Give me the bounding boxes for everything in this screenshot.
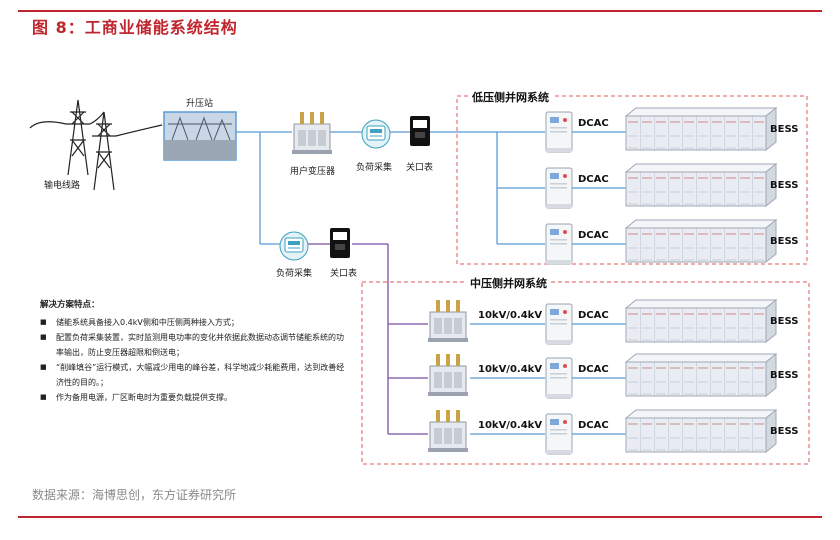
storage-label: BESS xyxy=(770,236,799,247)
converter-cabinet-icon xyxy=(545,167,573,209)
transformer-ratio-label: 10kV/0.4kV xyxy=(478,310,543,321)
converter-cabinet-icon xyxy=(545,223,573,265)
feature-item: 储能系统具备接入0.4kV侧和中压侧两种接入方式； xyxy=(40,315,350,330)
gateway-meter-label: 关口表 xyxy=(330,269,358,279)
load-collector-icon xyxy=(279,231,309,261)
transformer-ratio-label: 10kV/0.4kV xyxy=(478,420,543,431)
converter-label: DCAC xyxy=(578,420,609,431)
converter-label: DCAC xyxy=(578,118,609,129)
substation-photo xyxy=(163,111,237,161)
low-voltage-section-box xyxy=(456,95,808,265)
load-collector-icon xyxy=(361,119,391,149)
solution-features-title: 解决方案特点： xyxy=(40,300,100,310)
battery-rack-icon xyxy=(625,353,777,397)
load-collection-label: 负荷采集 xyxy=(356,163,393,173)
feature-item: “削峰填谷”运行模式，大幅减少用电的峰谷差，科学地减少耗能费用，达到改善经济性的… xyxy=(40,360,350,390)
storage-label: BESS xyxy=(770,370,799,381)
load-collection-label: 负荷采集 xyxy=(276,269,313,279)
converter-cabinet-icon xyxy=(545,357,573,399)
battery-rack-icon xyxy=(625,299,777,343)
battery-rack-icon xyxy=(625,219,777,263)
step-down-transformer-icon xyxy=(427,299,469,343)
storage-label: BESS xyxy=(770,426,799,437)
transmission-line-label: 输电线路 xyxy=(44,181,81,191)
battery-rack-icon xyxy=(625,107,777,151)
storage-label: BESS xyxy=(770,180,799,191)
converter-label: DCAC xyxy=(578,364,609,375)
converter-cabinet-icon xyxy=(545,413,573,455)
low-voltage-section-title: 低压侧并网系统 xyxy=(468,89,553,105)
medium-voltage-branch-lines xyxy=(470,323,626,435)
solution-features: 解决方案特点： 储能系统具备接入0.4kV侧和中压侧两种接入方式； 配置负荷采集… xyxy=(40,298,350,405)
substation-label: 升压站 xyxy=(186,99,214,109)
medium-voltage-feeder-lines xyxy=(308,243,428,435)
converter-label: DCAC xyxy=(578,230,609,241)
user-transformer-label: 用户变压器 xyxy=(290,167,336,177)
low-voltage-feeder-lines xyxy=(236,131,626,245)
transmission-tower-icon xyxy=(29,99,163,191)
step-down-transformer-icon xyxy=(427,409,469,453)
storage-label: BESS xyxy=(770,316,799,327)
converter-label: DCAC xyxy=(578,174,609,185)
feature-item: 作为备用电源，厂区断电时为重要负载提供支撑。 xyxy=(40,390,350,405)
bottom-rule xyxy=(18,516,822,518)
converter-label: DCAC xyxy=(578,310,609,321)
battery-rack-icon xyxy=(625,163,777,207)
gateway-meter-label: 关口表 xyxy=(406,163,434,173)
medium-voltage-section-title: 中压侧并网系统 xyxy=(466,275,551,291)
gateway-meter-icon xyxy=(410,116,430,146)
figure-title: 图 8：工商业储能系统结构 xyxy=(32,18,238,37)
storage-label: BESS xyxy=(770,124,799,135)
battery-rack-icon xyxy=(625,409,777,453)
step-down-transformer-icon xyxy=(427,353,469,397)
gateway-meter-icon xyxy=(330,228,350,258)
converter-cabinet-icon xyxy=(545,111,573,153)
user-transformer-icon xyxy=(291,111,333,155)
converter-cabinet-icon xyxy=(545,303,573,345)
data-source: 数据来源：海博思创，东方证券研究所 xyxy=(32,488,237,502)
transformer-ratio-label: 10kV/0.4kV xyxy=(478,364,543,375)
top-rule xyxy=(18,10,822,12)
feature-item: 配置负荷采集装置，实时监测用电功率的变化并依据此数据动态调节储能系统的功率输出，… xyxy=(40,330,350,360)
